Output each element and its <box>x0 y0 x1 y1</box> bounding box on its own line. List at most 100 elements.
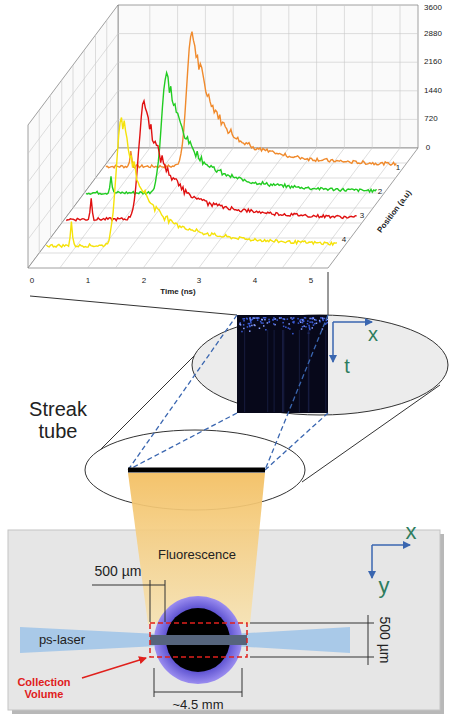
grid-line <box>106 20 107 163</box>
grid-line <box>96 178 396 179</box>
speckle-dot <box>284 319 286 321</box>
projection-line <box>128 413 237 470</box>
speckle-dot <box>298 322 300 324</box>
speckle-dot <box>303 321 305 323</box>
speckle-dot <box>258 317 260 319</box>
speckle-dot <box>287 318 289 320</box>
speckle-dot <box>288 327 290 329</box>
speckle-dot <box>269 321 271 323</box>
dimension-line <box>250 657 374 658</box>
speckle-dot <box>305 317 307 319</box>
speckle-dot <box>250 319 252 321</box>
speckle-dot <box>262 322 264 324</box>
dimension-line <box>150 580 151 622</box>
speckle-dot <box>268 319 270 321</box>
speckle-dot <box>324 318 326 320</box>
text-label: 2 <box>378 188 382 197</box>
speckle-dot <box>249 325 251 327</box>
text-label: 4 <box>253 277 257 286</box>
sample-panel <box>8 530 440 710</box>
text-label: 2160 <box>424 58 442 67</box>
grid-line <box>288 5 289 148</box>
grid-line <box>118 119 418 120</box>
speckle-dot <box>293 322 295 324</box>
speckle-dot <box>293 317 295 319</box>
text-label: x <box>368 323 378 345</box>
speckle-dot <box>307 323 309 325</box>
grid-line <box>50 95 51 238</box>
grid-line <box>344 5 345 148</box>
speckle-dot <box>313 317 315 319</box>
speckle-dot <box>259 328 261 330</box>
speckle-dot <box>243 328 245 330</box>
speckle-dot <box>292 319 294 321</box>
speckle-dot <box>288 323 290 325</box>
speckle-dot <box>301 319 303 321</box>
text-label: 1 <box>86 277 90 286</box>
speckle-dot <box>249 325 251 327</box>
speckle-dot <box>309 321 311 323</box>
dimension-line <box>368 615 369 665</box>
projection-line <box>128 315 237 470</box>
speckle-dot <box>243 324 245 326</box>
speckle-dot <box>257 319 259 321</box>
speckle-dot <box>326 320 328 322</box>
speckle-dot <box>308 325 310 327</box>
dimension-line <box>154 692 242 693</box>
text-label: Collection Volume <box>4 676 84 700</box>
speckle-dot <box>309 318 311 320</box>
grid-line <box>177 5 178 148</box>
text-label: 1440 <box>424 87 442 96</box>
speckle-dot <box>320 317 322 319</box>
speckle-dot <box>302 319 304 321</box>
speckle-dot <box>263 317 265 319</box>
speckle-dot <box>319 320 321 322</box>
tube-back-zoom <box>192 315 448 415</box>
trace-line <box>86 73 377 195</box>
leader-line <box>328 272 329 315</box>
streak-line <box>274 330 275 412</box>
grid-line <box>51 238 351 239</box>
speckle-dot <box>274 324 276 326</box>
grid-line <box>118 33 418 34</box>
speckle-dot <box>303 325 305 327</box>
leader-line <box>30 296 237 315</box>
speckle-dot <box>309 329 311 331</box>
speckle-dot <box>309 326 311 328</box>
text-label: ps-laser <box>39 633 85 647</box>
speckle-dot <box>322 328 324 330</box>
grid-line <box>84 50 85 193</box>
speckle-dot <box>240 324 242 326</box>
grid-line <box>73 65 74 208</box>
speckle-dot <box>262 319 264 321</box>
speckle-dot <box>313 317 315 319</box>
speckle-dot <box>250 322 252 324</box>
speckle-dot <box>312 318 314 320</box>
chart-3d <box>28 5 418 268</box>
speckle-dot <box>272 319 274 321</box>
grid-line <box>205 5 206 148</box>
speckle-dot <box>261 319 263 321</box>
grid-line <box>372 5 373 148</box>
streak-line <box>308 330 309 412</box>
grid-line <box>400 5 401 148</box>
streak-line <box>299 330 300 412</box>
text-label: 5 <box>309 277 313 286</box>
text-label: 3600 <box>424 4 442 13</box>
grid-line <box>39 110 40 253</box>
speckle-dot <box>289 328 291 330</box>
axis-arrow <box>333 321 372 323</box>
speckle-dot <box>263 325 265 327</box>
speckle-dot <box>277 319 279 321</box>
speckle-dot <box>239 323 241 325</box>
grid-line <box>233 5 234 148</box>
speckle-dot <box>280 317 282 319</box>
text-label: 3 <box>197 277 201 286</box>
collection-volume <box>150 623 247 657</box>
streak-line <box>282 330 283 412</box>
streak-image <box>237 315 328 413</box>
text-label: Time (ns) <box>160 288 195 297</box>
text-label: 720 <box>424 115 437 124</box>
text-label: 3 <box>360 212 364 221</box>
